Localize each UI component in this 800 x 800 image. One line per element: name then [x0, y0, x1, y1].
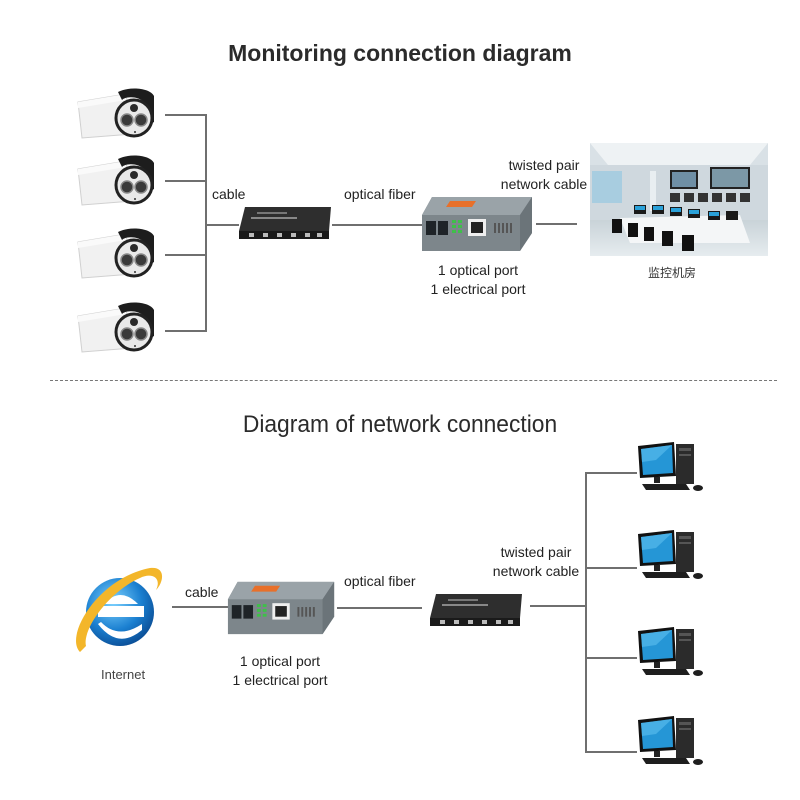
optical-fiber-line	[332, 224, 422, 226]
twisted-pair-line2: network cable	[492, 563, 580, 579]
twisted-pair-line1: twisted pair	[500, 544, 572, 560]
pc-branch-line	[585, 751, 637, 753]
bullet-camera-icon	[74, 302, 158, 358]
media-converter-icon	[420, 193, 536, 255]
cable-bracket	[205, 114, 207, 332]
section-divider	[50, 380, 777, 381]
optical-fiber-label: optical fiber	[344, 573, 416, 589]
converter-ports-label: 1 optical port 1 electrical port	[418, 261, 538, 299]
control-room-label: 监控机房	[648, 266, 697, 280]
twisted-pair-line	[530, 605, 586, 607]
converter-port-line2: 1 electrical port	[232, 672, 328, 688]
pc-branch-line	[585, 657, 637, 659]
network-bracket	[585, 472, 587, 753]
converter-port-line1: 1 optical port	[437, 262, 519, 278]
cable-line	[165, 114, 206, 116]
twisted-pair-line	[536, 223, 577, 225]
converter-ports-label: 1 optical port 1 electrical port	[220, 652, 340, 690]
fiber-switch-icon	[237, 205, 333, 241]
bullet-camera-icon	[74, 155, 158, 211]
network-title: Diagram of network connection	[242, 411, 558, 438]
cable-line	[165, 254, 206, 256]
bullet-camera-icon	[74, 228, 158, 284]
cable-line	[165, 180, 206, 182]
optical-fiber-label: optical fiber	[344, 186, 416, 202]
cable-label: cable	[185, 584, 219, 600]
optical-fiber-line	[337, 607, 422, 609]
desktop-computer-icon	[636, 625, 708, 683]
internet-label: Internet	[101, 667, 146, 682]
pc-branch-line	[585, 567, 637, 569]
fiber-switch-icon	[422, 592, 530, 628]
converter-port-line1: 1 optical port	[239, 653, 321, 669]
pc-branch-line	[585, 472, 637, 474]
converter-port-line2: 1 electrical port	[430, 281, 526, 297]
twisted-pair-line2: network cable	[500, 176, 588, 192]
internet-explorer-icon	[68, 560, 168, 660]
desktop-computer-icon	[636, 714, 708, 772]
twisted-pair-label: twisted pair network cable	[490, 543, 582, 581]
cable-line	[205, 224, 239, 226]
twisted-pair-label: twisted pair network cable	[500, 156, 588, 194]
twisted-pair-line1: twisted pair	[508, 157, 580, 173]
cable-line	[172, 606, 228, 608]
media-converter-icon	[226, 575, 338, 641]
desktop-computer-icon	[636, 528, 708, 586]
control-room-image	[590, 143, 768, 256]
desktop-computer-icon	[636, 440, 708, 498]
bullet-camera-icon	[74, 88, 158, 144]
monitoring-title: Monitoring connection diagram	[228, 40, 572, 66]
cable-line	[165, 330, 206, 332]
cable-label: cable	[212, 186, 246, 202]
